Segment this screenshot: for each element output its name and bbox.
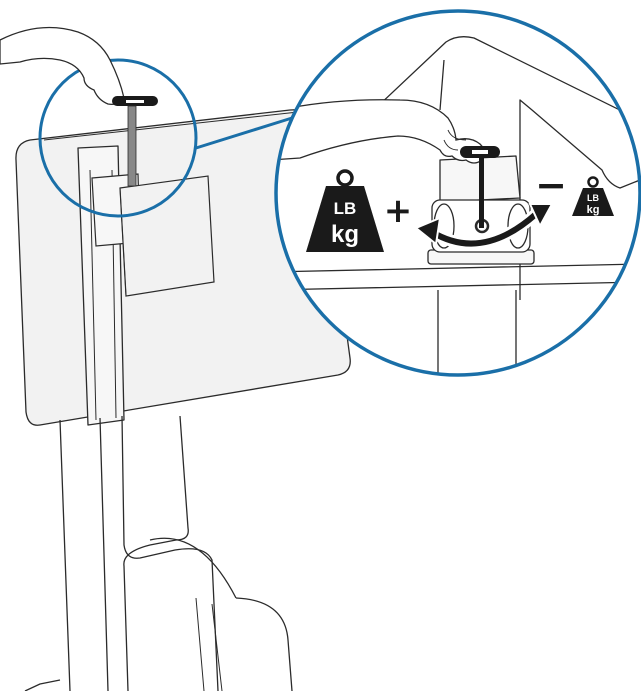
weight-large-line1: LB [334, 199, 357, 218]
plus-sign: + [384, 191, 413, 231]
weight-large-line2: kg [331, 221, 359, 248]
small-hand-icon [0, 28, 124, 105]
stand-arm [60, 416, 218, 691]
weight-small-line1: LB [587, 193, 599, 203]
minus-sign: − [535, 163, 567, 207]
weight-small-line2: kg [587, 204, 600, 216]
stand-base [25, 680, 60, 691]
